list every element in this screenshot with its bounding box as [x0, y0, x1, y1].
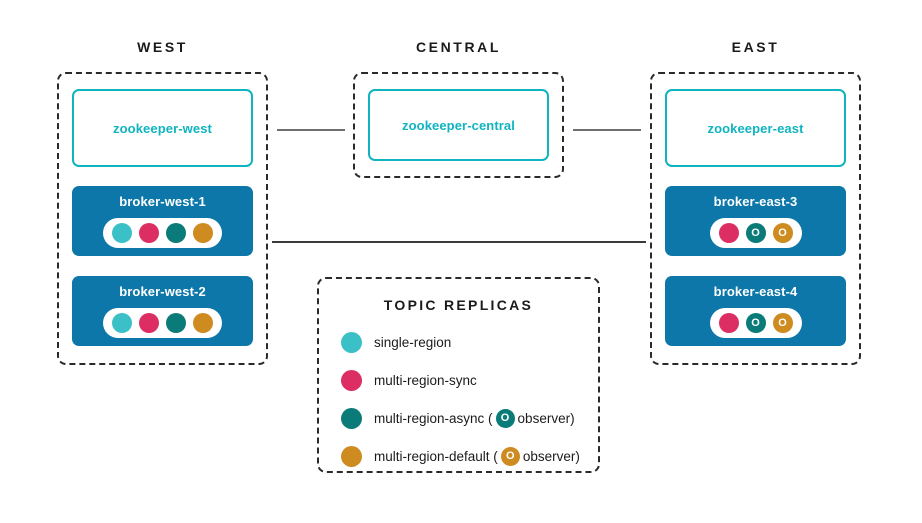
legend-item: single-region [341, 331, 576, 353]
region-container-west [57, 72, 268, 365]
broker-east-3-label: broker-east-3 [713, 194, 798, 209]
replica-pill-west-1 [103, 218, 222, 248]
legend-items: single-region multi-region-sync multi-regi… [341, 331, 580, 467]
replica-dot [166, 223, 186, 243]
region-title-east: EAST [731, 39, 780, 55]
legend-panel: TOPIC REPLICAS single-region multi-region… [317, 277, 600, 473]
replica-dot [718, 223, 739, 243]
broker-node-west-2[interactable]: broker-west-2 [72, 276, 253, 346]
replica-dot-observer: O [745, 313, 766, 333]
observer-badge-icon: O [495, 408, 515, 428]
broker-node-west-1[interactable]: broker-west-1 [72, 186, 253, 256]
broker-west-2-label: broker-west-2 [119, 284, 206, 299]
observer-badge-icon: O [500, 446, 520, 466]
legend-title: TOPIC REPLICAS [383, 297, 534, 313]
broker-east-4-label: broker-east-4 [713, 284, 798, 299]
replica-dot [139, 313, 159, 333]
legend-color-swatch [341, 407, 362, 429]
region-title-central: CENTRAL [415, 39, 502, 55]
replica-dot [112, 313, 132, 333]
connector-central-east [573, 129, 641, 131]
replica-dot [112, 223, 132, 243]
region-container-central [353, 72, 564, 178]
replica-dot [139, 223, 159, 243]
legend-item: multi-region-sync [341, 369, 576, 391]
region-title-west: WEST [137, 39, 188, 55]
legend-item-label: multi-region-sync [374, 372, 477, 388]
replica-dot [193, 313, 213, 333]
legend-color-swatch [341, 369, 362, 391]
replica-dot [166, 313, 186, 333]
replica-dot-observer: O [772, 313, 793, 333]
replica-dot [193, 223, 213, 243]
replica-dot-observer: O [772, 223, 793, 243]
replica-dot-observer: O [745, 223, 766, 243]
zookeeper-central-label: zookeeper-central [402, 117, 515, 133]
replica-dot [718, 313, 739, 333]
zookeeper-east-label: zookeeper-east [707, 120, 804, 136]
legend-color-swatch [341, 331, 362, 353]
legend-item-label: single-region [374, 334, 452, 350]
zookeeper-node-central[interactable]: zookeeper-central [368, 89, 549, 161]
zookeeper-node-east[interactable]: zookeeper-east [665, 89, 846, 167]
zookeeper-west-label: zookeeper-west [113, 120, 212, 136]
connector-west-central [277, 129, 345, 131]
zookeeper-node-west[interactable]: zookeeper-west [72, 89, 253, 167]
connector-west-east [272, 241, 646, 243]
region-container-east [650, 72, 861, 365]
broker-west-1-label: broker-west-1 [119, 194, 206, 209]
replica-pill-west-2 [103, 308, 222, 338]
legend-color-swatch [341, 445, 362, 467]
